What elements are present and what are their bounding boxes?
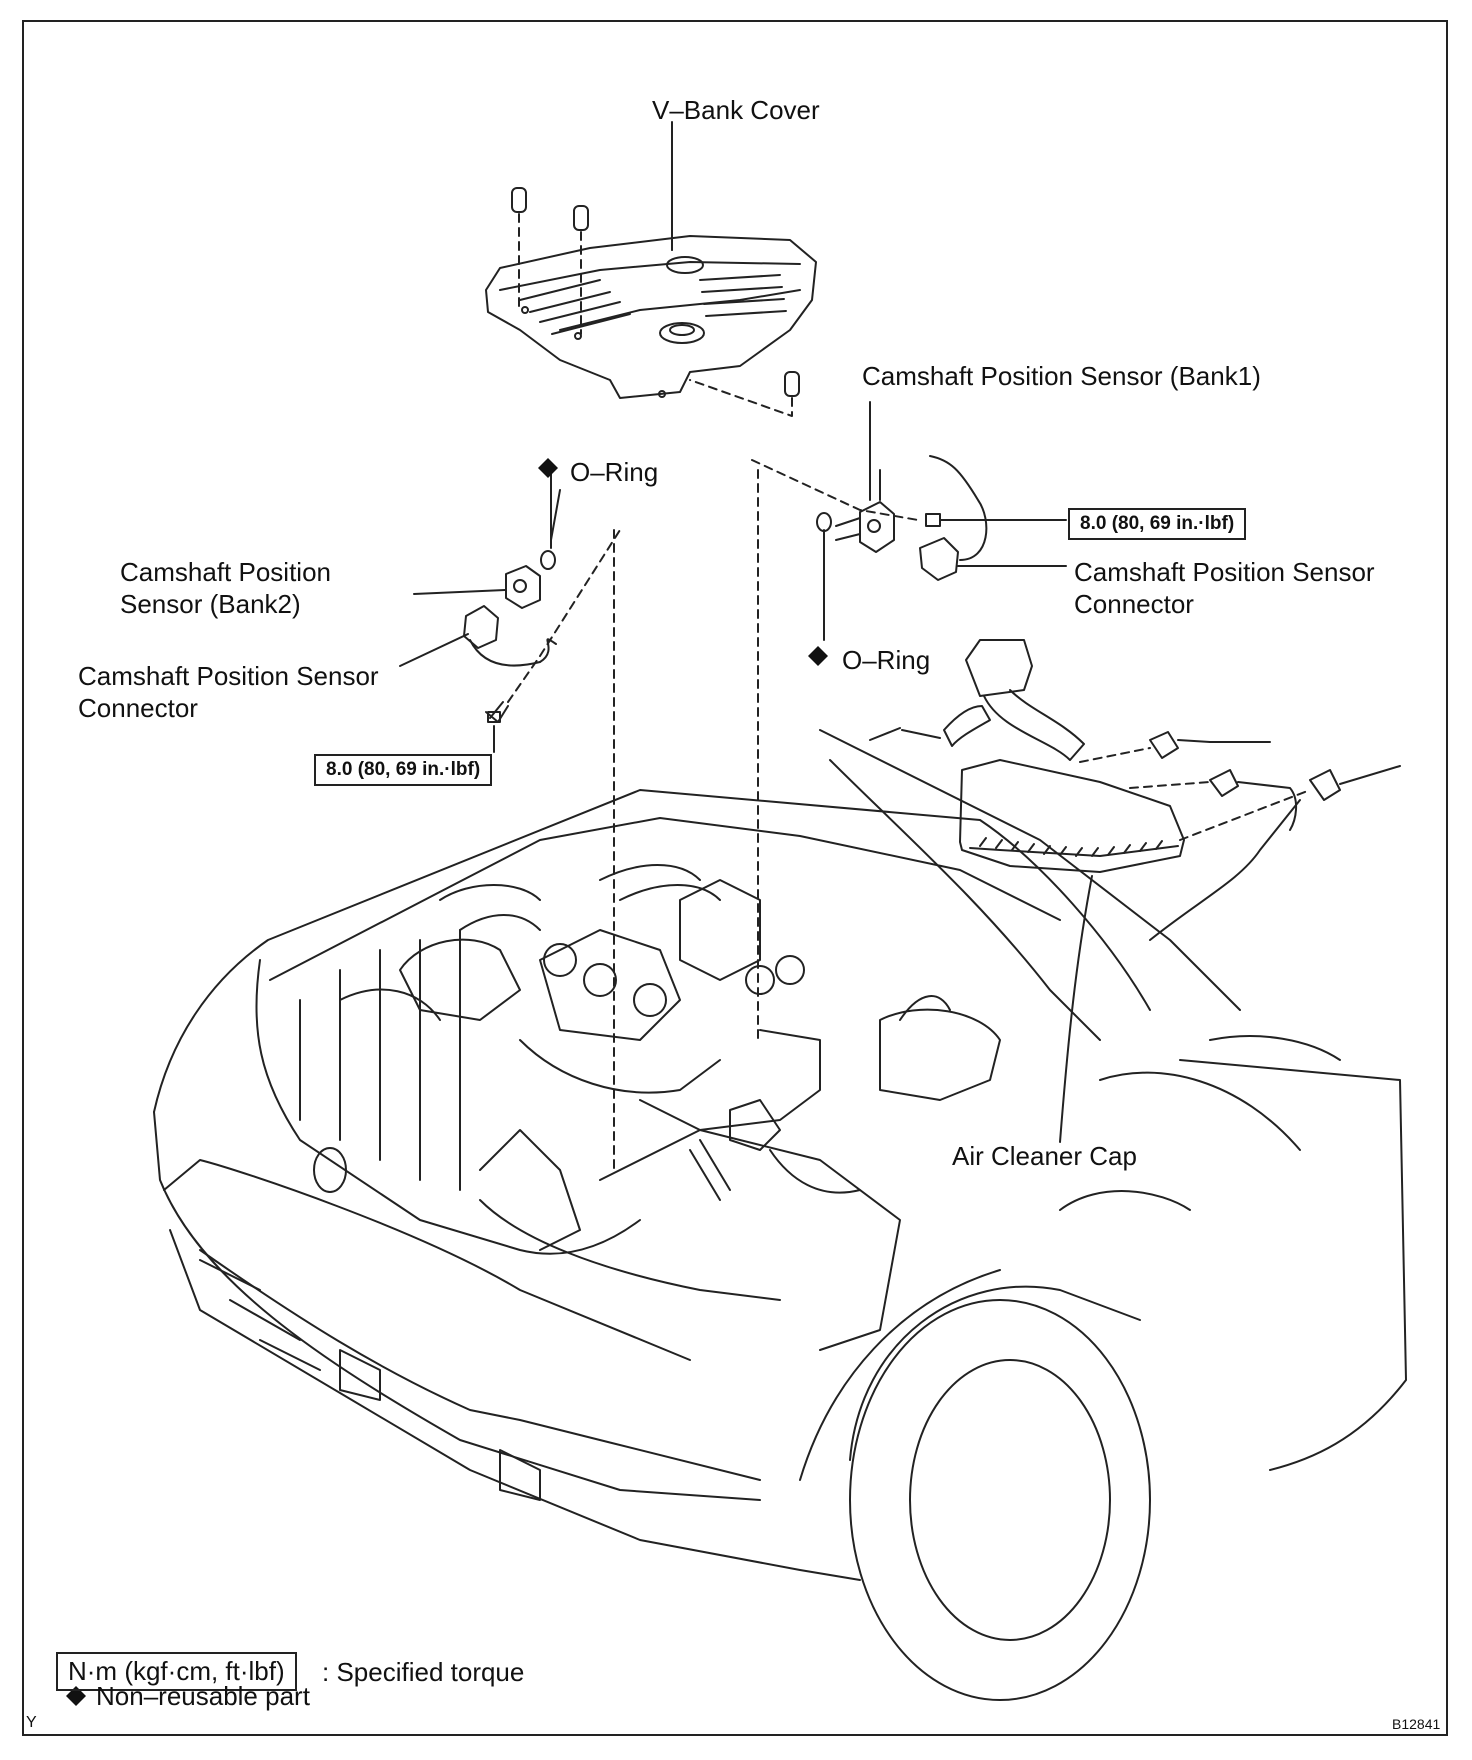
o-ring-left-label: O–Ring [570, 457, 659, 487]
o-ring-right-label: O–Ring [842, 645, 931, 675]
legend-nonreusable-desc: Non–reusable part [96, 1681, 310, 1711]
air-cleaner-drawing [869, 639, 1401, 1143]
corner-code-left: Y [26, 1714, 37, 1731]
v-bank-cover-label: V–Bank Cover [652, 95, 820, 125]
leader-lines [550, 121, 871, 641]
legend-torque-unit: N·m (kgf·cm, ft·lbf) [56, 1652, 297, 1691]
vehicle-body-drawing [153, 729, 1407, 1701]
figure-code: B12841 [1392, 1716, 1441, 1732]
bank2-sensor-drawing [399, 469, 621, 753]
diamond-icon [538, 458, 558, 478]
guide-lines [613, 469, 759, 1171]
torque-spec-left: 8.0 (80, 69 in.·lbf) [314, 754, 493, 786]
v-bank-cover-drawing [485, 123, 817, 417]
cam-connector-left-label: Camshaft Position Sensor Connector [78, 661, 379, 723]
air-cleaner-cap-label: Air Cleaner Cap [952, 1141, 1137, 1171]
legend-torque-desc: : Specified torque [322, 1657, 525, 1687]
cam-sensor-bank2-label: Camshaft Position Sensor (Bank2) [120, 557, 331, 619]
diamond-icon [66, 1686, 86, 1706]
diamond-icon [808, 646, 828, 666]
bank1-sensor-drawing [751, 455, 1067, 637]
cam-sensor-bank1-label: Camshaft Position Sensor (Bank1) [862, 361, 1261, 391]
cam-connector-right-label: Camshaft Position Sensor Connector [1074, 557, 1375, 619]
torque-spec-right: 8.0 (80, 69 in.·lbf) [1068, 508, 1247, 540]
diagram-frame [22, 20, 1448, 1736]
